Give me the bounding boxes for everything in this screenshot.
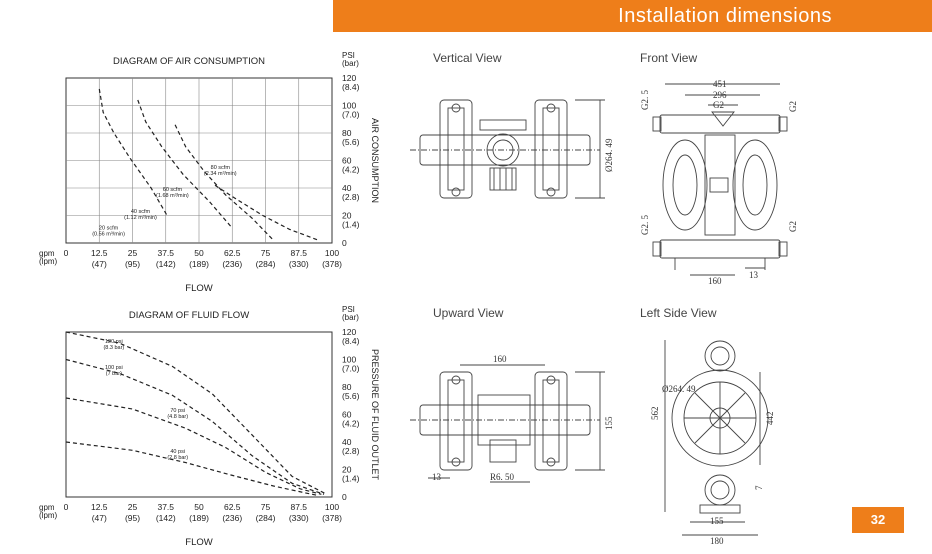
chart1-x-tick-label: 37.5(142)	[156, 248, 176, 269]
chart2-y-label: PRESSURE OF FLUID OUTLET	[370, 349, 380, 481]
header-banner: Installation dimensions	[333, 0, 932, 32]
dim-front-g2-right-upper: G2	[788, 101, 798, 112]
chart2-y-unit-label: PSI(bar)	[342, 305, 359, 322]
chart2-series-label: 100 psi(7 bar)	[105, 365, 123, 377]
chart1-x-tick-label: 25(95)	[125, 248, 140, 269]
chart1-y-tick-label: 100(7.0)	[342, 101, 360, 120]
chart1-series-label: 80 scfm(2.34 m³/min)	[204, 165, 237, 177]
page-title: Installation dimensions	[618, 5, 832, 27]
chart1-x-unit-label: gpm(lpm)	[39, 249, 58, 266]
chart2-plot-frame	[65, 331, 333, 498]
chart1-y-label: AIR CONSUMPTION	[370, 118, 380, 203]
chart1-y-unit-label: PSI(bar)	[342, 51, 359, 68]
chart1-x-tick-label: 100(378)	[322, 248, 342, 269]
chart2-series-label: 40 psi(2.8 bar)	[167, 449, 188, 461]
chart2-x-label: FLOW	[185, 537, 212, 548]
chart1-series-label: 60 scfm(1.68 m³/min)	[156, 187, 189, 199]
chart1-x-tick-label: 87.5(330)	[289, 248, 309, 269]
chart2-x-tick-label: 100(378)	[322, 502, 342, 523]
chart2-y-tick-label: 0	[342, 492, 347, 502]
dim-left-442: 442	[765, 412, 775, 426]
chart1-x-label: FLOW	[185, 283, 212, 294]
chart2-series-label: 70 psi(4.8 bar)	[167, 408, 188, 420]
front-view-drawing	[652, 83, 788, 276]
chart1-y-tick-label: 20(1.4)	[342, 211, 360, 230]
dim-front-451: 451	[713, 79, 727, 89]
chart1-series-line	[214, 184, 319, 241]
chart1-x-tick-label: 62.5(236)	[222, 248, 242, 269]
dim-left-180: 180	[710, 536, 724, 546]
chart2-series-label: 120 psi(8.3 bar)	[103, 339, 124, 351]
dim-front-160: 160	[708, 276, 722, 286]
view-title-upward: Upward View	[433, 306, 504, 320]
dim-upward-155: 155	[604, 416, 614, 430]
dim-front-13: 13	[749, 270, 759, 280]
dim-upward-13: 13	[432, 472, 442, 482]
chart1-y-tick-label: 0	[342, 238, 347, 248]
vertical-view-drawing	[410, 99, 605, 199]
chart1-series-line	[174, 124, 274, 241]
chart1-series-label: 20 scfm(0.56 m³/min)	[92, 225, 125, 237]
chart2-y-tick-label: 40(2.8)	[342, 437, 360, 456]
dim-vertical-diameter: Ø264. 49	[604, 138, 614, 172]
dim-front-g2-top: G2	[713, 100, 724, 110]
chart2-x-tick-label: 50(189)	[189, 502, 209, 523]
chart1-series-label: 40 scfm(1.12 m³/min)	[124, 209, 157, 221]
chart1-series-line	[137, 99, 232, 227]
dim-front-296: 296	[713, 90, 727, 100]
chart2-y-tick-label: 80(5.6)	[342, 382, 360, 401]
chart1-x-tick-label: 75(284)	[256, 248, 276, 269]
dim-left-diameter: Ø264. 49	[662, 384, 696, 394]
chart2-title: DIAGRAM OF FLUID FLOW	[129, 310, 249, 321]
view-title-left-side: Left Side View	[640, 306, 717, 320]
chart2-series-line	[65, 397, 322, 495]
chart2-x-tick-label: 62.5(236)	[222, 502, 242, 523]
chart2-y-tick-label: 120(8.4)	[342, 327, 360, 346]
dim-front-g25-lower: G2. 5	[640, 215, 650, 235]
dim-left-155: 155	[710, 516, 724, 526]
chart2-x-unit-label: gpm(lpm)	[39, 503, 58, 520]
view-title-vertical: Vertical View	[433, 51, 502, 65]
dim-upward-radius: R6. 50	[490, 472, 515, 482]
dim-upward-160: 160	[493, 354, 507, 364]
chart2-series-line	[65, 441, 319, 497]
view-title-front: Front View	[640, 51, 697, 65]
dim-left-7: 7	[754, 485, 764, 490]
upward-view-drawing	[410, 364, 605, 483]
dim-front-g2-right-lower: G2	[788, 221, 798, 232]
chart2-x-tick-label: 75(284)	[256, 502, 276, 523]
chart1-y-tick-label: 80(5.6)	[342, 128, 360, 147]
chart2-y-tick-label: 20(1.4)	[342, 465, 360, 484]
left-side-view-drawing	[664, 340, 769, 536]
chart2-y-tick-label: 100(7.0)	[342, 355, 360, 374]
chart1-x-tick-label: 0	[64, 248, 69, 258]
chart2-x-tick-label: 87.5(330)	[289, 502, 309, 523]
chart1-y-tick-label: 40(2.8)	[342, 183, 360, 202]
chart2-series-line	[65, 358, 325, 495]
chart2-x-tick-label: 0	[64, 502, 69, 512]
chart1-x-tick-label: 50(189)	[189, 248, 209, 269]
chart1-title: DIAGRAM OF AIR CONSUMPTION	[113, 56, 265, 67]
chart2-series-line	[65, 331, 327, 495]
chart1-x-tick-label: 12.5(47)	[91, 248, 108, 269]
dim-front-g25-upper: G2. 5	[640, 90, 650, 110]
chart2-x-tick-label: 12.5(47)	[91, 502, 108, 523]
chart1-y-tick-label: 120(8.4)	[342, 73, 360, 92]
chart1-y-tick-label: 60(4.2)	[342, 156, 360, 175]
chart2-x-tick-label: 37.5(142)	[156, 502, 176, 523]
chart2-x-tick-label: 25(95)	[125, 502, 140, 523]
chart2-y-tick-label: 60(4.2)	[342, 410, 360, 429]
page-number-badge: 32	[852, 507, 904, 533]
dim-left-562: 562	[650, 407, 660, 421]
